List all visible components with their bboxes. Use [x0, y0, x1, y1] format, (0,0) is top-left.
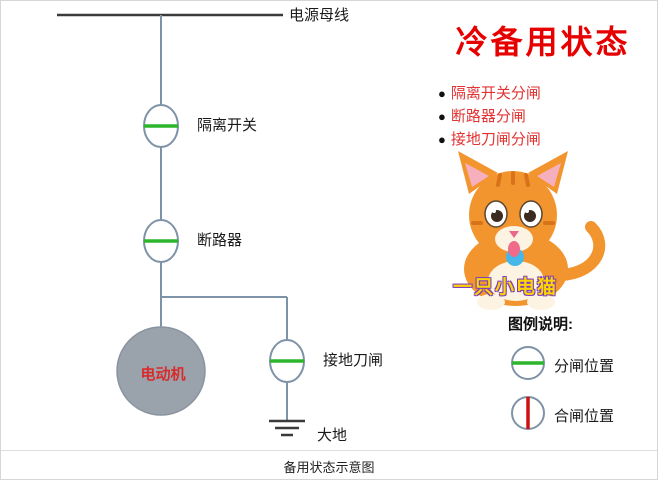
busbar-label: 电源母线: [289, 7, 350, 24]
cat-nose: [509, 231, 519, 238]
ground-symbol: [269, 419, 305, 437]
cat-left-ear-inner: [465, 163, 489, 187]
status-item: ● 隔离开关分闸: [438, 82, 541, 105]
cat-right-ear-inner: [537, 163, 561, 187]
cat-left-paw: [477, 294, 505, 310]
bullet-icon: ●: [438, 109, 446, 124]
cat-left-eye-glint: [492, 209, 496, 213]
legend-closed-label: 合闸位置: [554, 408, 615, 425]
earth-switch-label: 接地刀闸: [323, 352, 384, 369]
status-item-text: 隔离开关分闸: [450, 85, 541, 102]
bullet-icon: ●: [438, 132, 446, 147]
legend-title: 图例说明:: [508, 316, 573, 333]
breaker-label: 断路器: [197, 232, 243, 249]
motor-label: 电动机: [140, 366, 186, 383]
status-item: ● 断路器分闸: [438, 105, 541, 128]
watermark-text: 一只小电猫: [453, 277, 559, 298]
cat-tail: [555, 221, 606, 281]
status-item: ● 接地刀闸分闸: [438, 128, 541, 151]
status-title: 冷备用状态: [455, 24, 631, 60]
cat-right-eye-glint: [525, 209, 529, 213]
motor-symbol: [116, 326, 206, 416]
isolation-switch-label: 隔离开关: [197, 117, 258, 134]
page-caption: 备用状态示意图: [283, 460, 375, 475]
cat-muzzle: [495, 226, 533, 252]
status-item-text: 断路器分闸: [450, 108, 526, 125]
legend-open-label: 分闸位置: [554, 358, 615, 375]
status-item-text: 接地刀闸分闸: [450, 131, 541, 148]
cat-tongue: [508, 241, 520, 257]
diagram-bottom-divider: [1, 450, 657, 451]
cat-illustration: [458, 151, 606, 310]
cat-head: [469, 171, 557, 259]
cat-right-paw: [527, 294, 555, 310]
bullet-icon: ●: [438, 86, 446, 101]
earth-label: 大地: [317, 427, 348, 444]
cat-belly: [488, 261, 544, 301]
cat-head-stripes: [471, 171, 555, 225]
status-bullet-list: ● 隔离开关分闸 ● 断路器分闸 ● 接地刀闸分闸: [438, 82, 541, 151]
